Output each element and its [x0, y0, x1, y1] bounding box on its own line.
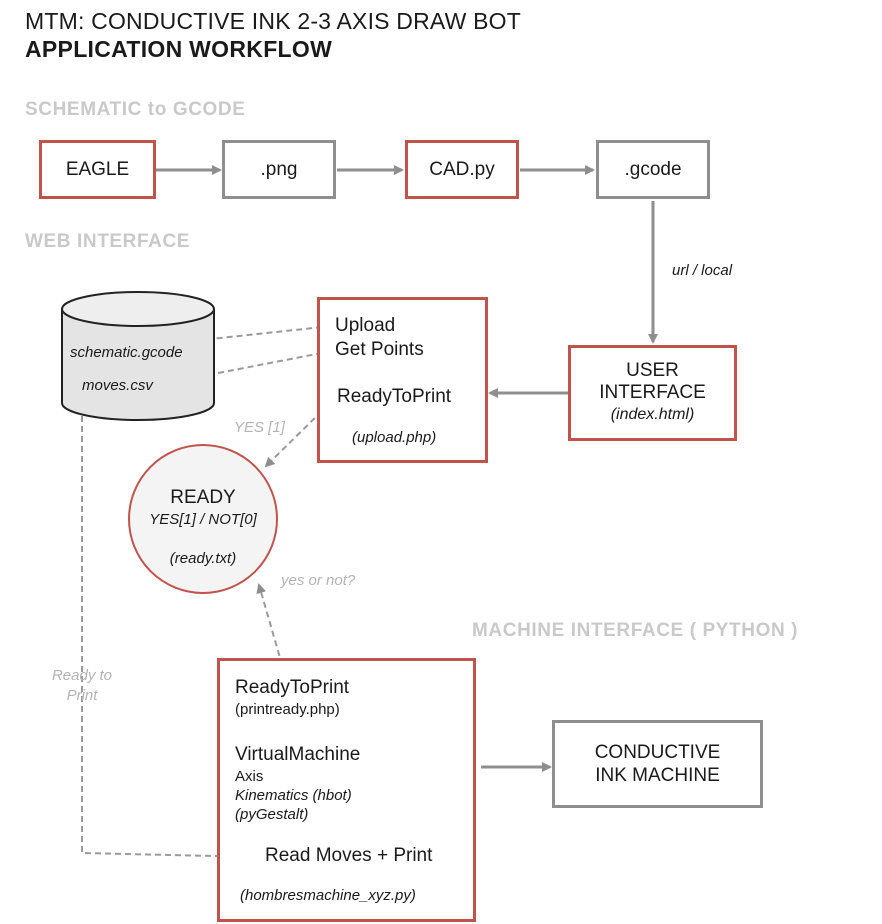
user-interface-line2: INTERFACE: [599, 382, 706, 403]
ready-values: YES[1] / NOT[0]: [149, 511, 257, 528]
node-user-interface: USER INTERFACE (index.html): [568, 345, 737, 441]
label-ready-to-print-line2: Print: [66, 687, 98, 704]
db-file-schematic-gcode: schematic.gcode: [70, 344, 183, 361]
section-web-interface: WEB INTERFACE: [25, 231, 191, 252]
node-png-label: .png: [260, 158, 298, 180]
machine-ready-to-print: ReadyToPrint: [235, 677, 350, 698]
machine-read-moves: Read Moves + Print: [265, 845, 433, 866]
dashed-moves-to-read-moves: [81, 416, 260, 862]
node-cad-py: CAD.py: [405, 140, 519, 199]
get-points-label: Get Points: [335, 339, 424, 360]
conductive-line2: INK MACHINE: [595, 765, 720, 786]
node-conductive-ink-machine: CONDUCTIVE INK MACHINE: [552, 720, 763, 808]
ready-title: READY: [170, 487, 236, 508]
dashed-upload-to-schematic: [190, 325, 333, 346]
machine-kinematics: Kinematics (hbot): [235, 787, 352, 804]
diagram-subtitle: APPLICATION WORKFLOW: [25, 36, 333, 62]
database-cylinder: [61, 291, 215, 421]
node-gcode-label: .gcode: [624, 158, 682, 180]
conductive-line1: CONDUCTIVE: [594, 742, 721, 763]
label-yes1: YES [1]: [234, 419, 285, 436]
machine-axis: Axis: [235, 768, 264, 785]
user-interface-file: (index.html): [610, 406, 695, 423]
machine-pygestalt: (pyGestalt): [235, 806, 309, 823]
user-interface-line1: USER: [626, 360, 679, 381]
upload-label: Upload: [335, 315, 396, 336]
label-url-local: url / local: [672, 262, 733, 279]
node-ready-circle: [128, 444, 278, 594]
node-machine-python: [217, 658, 476, 922]
node-cad-label: CAD.py: [429, 158, 495, 180]
machine-printready-file: (printready.php): [235, 701, 340, 718]
db-file-moves-csv: moves.csv: [82, 377, 153, 394]
label-yes-or-not: yes or not?: [281, 572, 356, 589]
ready-to-print-label: ReadyToPrint: [337, 386, 452, 407]
dashed-readytoprint-to-ready: [264, 410, 323, 468]
section-machine-interface: MACHINE INTERFACE ( PYTHON ): [472, 620, 799, 641]
section-schematic-to-gcode: SCHEMATIC to GCODE: [25, 99, 246, 120]
node-eagle-label: EAGLE: [65, 158, 130, 180]
label-ready-to-print-line1: Ready to: [51, 667, 113, 684]
ready-file: (ready.txt): [169, 550, 237, 567]
dashed-getpoints-to-moves: [180, 350, 333, 384]
diagram-title: MTM: CONDUCTIVE INK 2-3 AXIS DRAW BOT: [25, 8, 521, 34]
upload-file-label: (upload.php): [352, 429, 437, 446]
machine-file: (hombresmachine_xyz.py): [240, 887, 416, 904]
node-gcode: .gcode: [596, 140, 710, 199]
node-upload-php: [317, 297, 488, 463]
node-png: .png: [222, 140, 336, 199]
machine-virtual-machine: VirtualMachine: [235, 744, 361, 765]
node-eagle: EAGLE: [39, 140, 156, 199]
